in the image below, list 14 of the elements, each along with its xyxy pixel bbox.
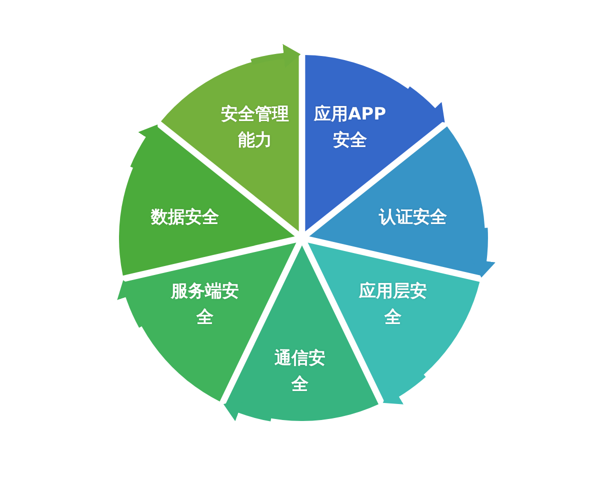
segment-label: 应用层安全 (358, 280, 428, 329)
cycle-arrow (383, 372, 426, 404)
segment-label: 安全管理能力 (220, 104, 290, 152)
segment-label: 通信安全 (274, 348, 326, 396)
cycle-arrow (406, 86, 446, 122)
cycle-segment (309, 126, 485, 276)
cycle-arrow (117, 280, 144, 328)
segment-label: 认证安全 (379, 206, 447, 230)
segment-label: 服务端安全 (170, 280, 240, 329)
segment-label: 应用APP安全 (312, 104, 388, 152)
segment-label: 数据安全 (151, 206, 219, 230)
cycle-segment (119, 126, 295, 276)
cycle-arrow (250, 44, 301, 68)
cycle-arrow (130, 124, 158, 169)
